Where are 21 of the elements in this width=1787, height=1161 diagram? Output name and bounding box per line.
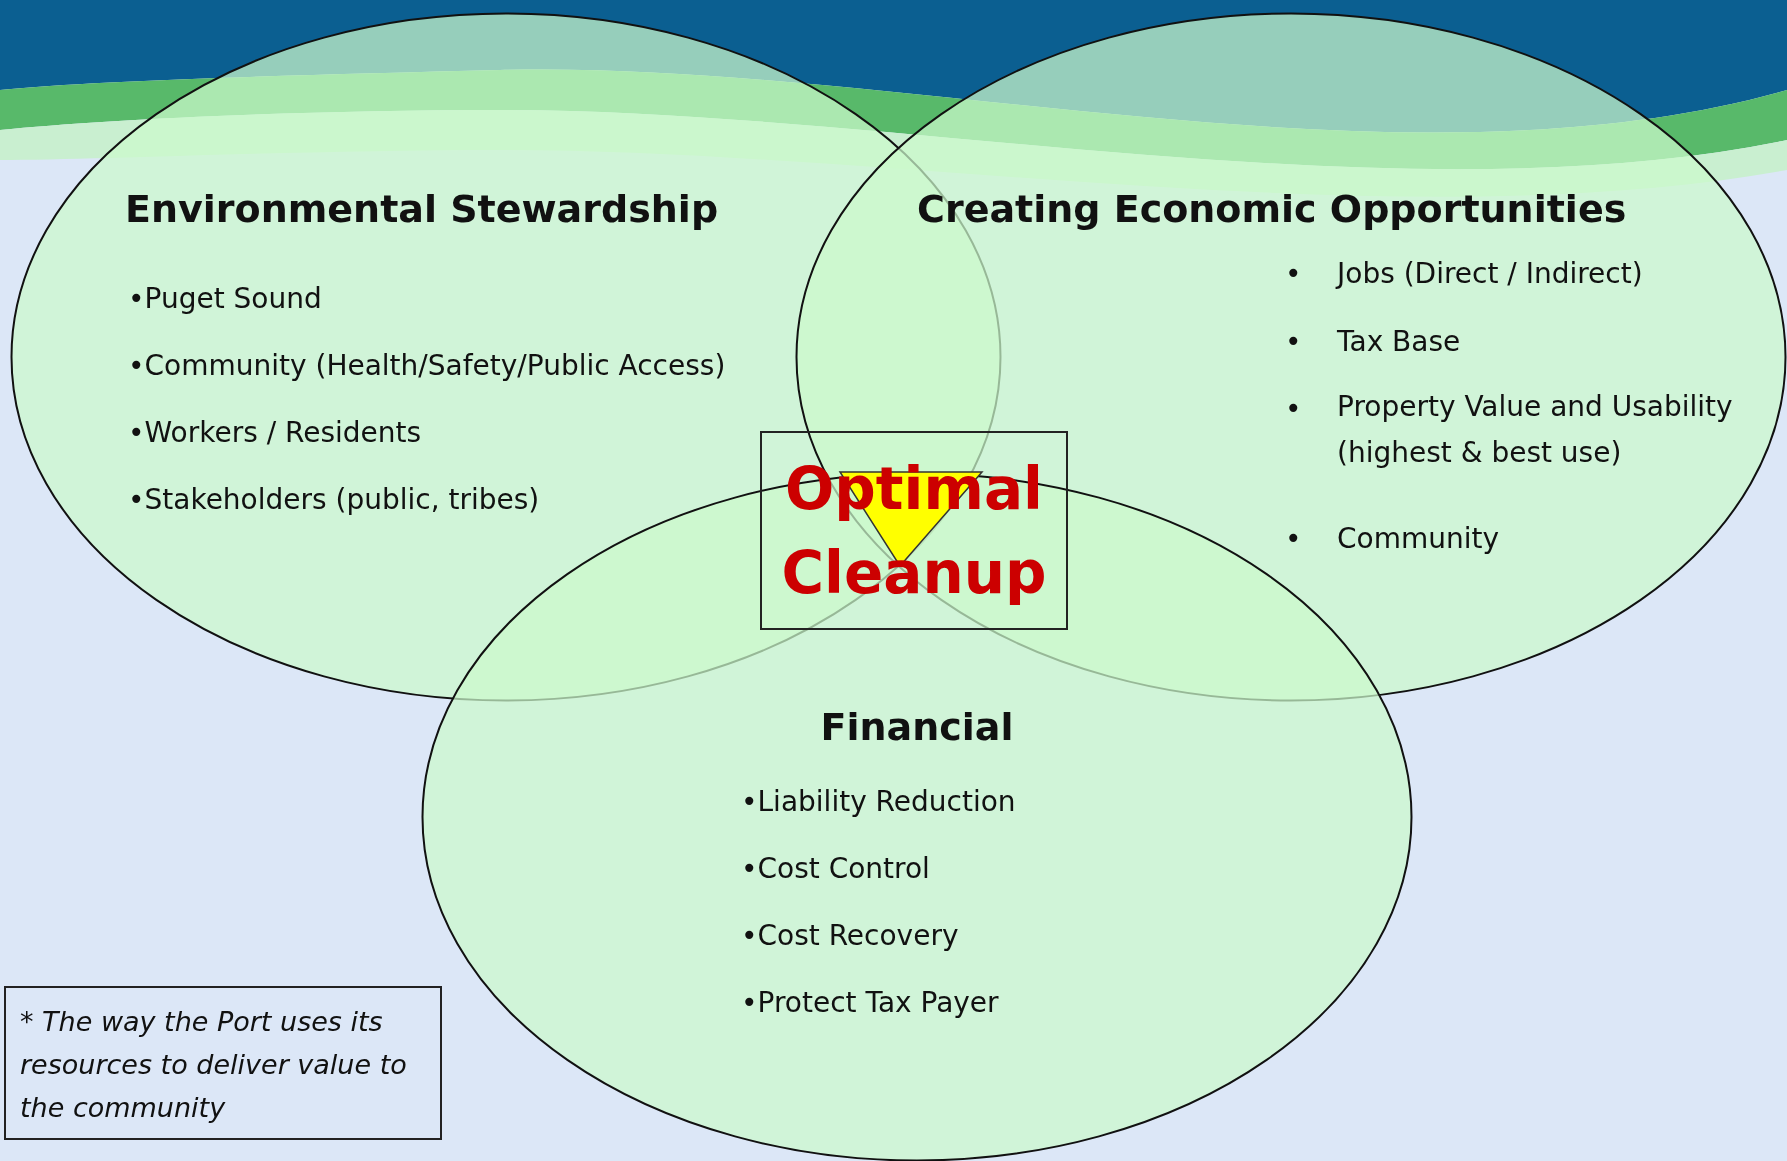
bullet-mark: • — [1285, 257, 1302, 290]
note-box — [4, 986, 442, 1140]
circle-heading: Environmental Stewardship — [125, 187, 719, 231]
bullet-mark: • — [1285, 392, 1302, 425]
bullet-item: Community — [1337, 522, 1500, 555]
bullet-item: •Protect Tax Payer — [741, 986, 999, 1019]
bullet-item: •Community (Health/Safety/Public Access) — [128, 349, 726, 382]
bullet-item: Property Value and Usability (highest & best use) — [1337, 389, 1734, 471]
circle-heading: Financial — [819, 705, 1015, 749]
bullet-mark: • — [1285, 522, 1302, 555]
circle-heading: Creating Economic Opportunities — [917, 187, 1627, 231]
footnote-text: * The way the Port uses its resources to deliver value to the community — [20, 1005, 408, 1125]
bullet-item: Tax Base — [1337, 325, 1461, 358]
bullet-item: •Liability Reduction — [741, 785, 1016, 818]
bullet-item: •Workers / Residents — [128, 416, 422, 449]
bullet-item: •Puget Sound — [128, 282, 322, 315]
bullet-item: •Cost Recovery — [741, 919, 959, 952]
bullet-item: •Cost Control — [741, 852, 930, 885]
bullet-item: Jobs (Direct / Indirect) — [1337, 257, 1643, 290]
bullet-mark: • — [1285, 325, 1302, 358]
bullet-item: •Stakeholders (public, tribes) — [128, 483, 540, 516]
